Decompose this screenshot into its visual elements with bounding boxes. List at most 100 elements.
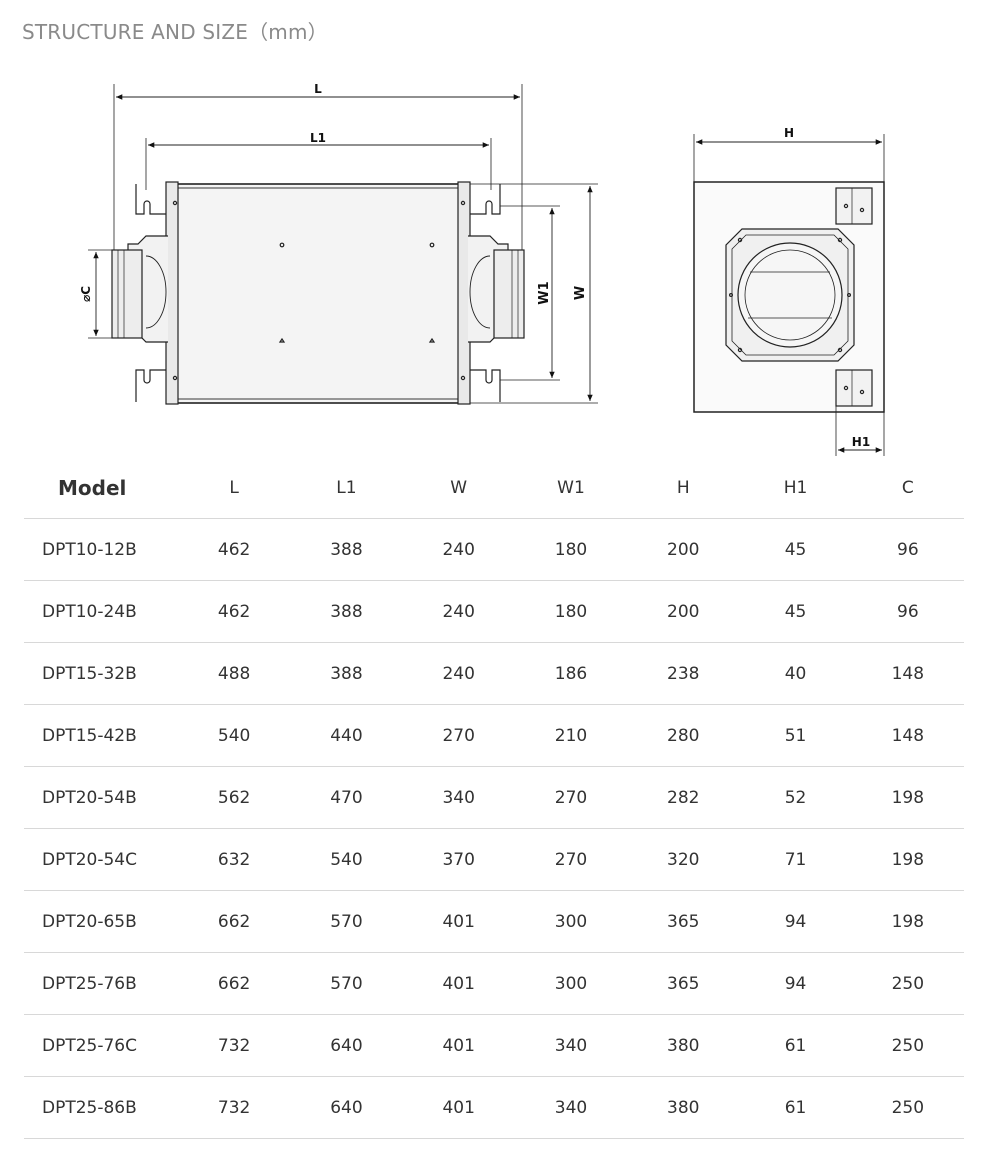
header-model: Model bbox=[24, 458, 178, 519]
cell-model: DPT10-24B bbox=[24, 580, 178, 643]
cell-L1: 570 bbox=[290, 952, 403, 1015]
cell-L1: 540 bbox=[290, 828, 403, 891]
cell-W1: 270 bbox=[514, 766, 628, 829]
cell-L: 662 bbox=[178, 890, 291, 953]
cell-L: 540 bbox=[178, 704, 291, 767]
cell-W1: 270 bbox=[514, 828, 628, 891]
cell-H: 280 bbox=[627, 704, 740, 767]
cell-W1: 340 bbox=[514, 1014, 628, 1077]
cell-H1: 61 bbox=[739, 1076, 852, 1139]
cell-H: 282 bbox=[627, 766, 740, 829]
cell-H1: 94 bbox=[739, 952, 852, 1015]
cell-W: 240 bbox=[402, 642, 515, 705]
cell-L1: 388 bbox=[290, 642, 403, 705]
dim-label-H: H bbox=[784, 126, 794, 140]
cell-W: 370 bbox=[402, 828, 515, 891]
cell-W: 340 bbox=[402, 766, 515, 829]
cell-model: DPT20-54C bbox=[24, 828, 178, 891]
dim-label-W: W bbox=[573, 286, 588, 300]
cell-L1: 388 bbox=[290, 518, 403, 581]
cell-H1: 52 bbox=[739, 766, 852, 829]
cell-H1: 94 bbox=[739, 890, 852, 953]
cell-W1: 300 bbox=[514, 890, 628, 953]
cell-L: 462 bbox=[178, 580, 291, 643]
cell-H1: 40 bbox=[739, 642, 852, 705]
cell-H: 380 bbox=[627, 1076, 740, 1139]
cell-W: 240 bbox=[402, 518, 515, 581]
cell-W: 401 bbox=[402, 890, 515, 953]
cell-L1: 440 bbox=[290, 704, 403, 767]
cell-H: 365 bbox=[627, 890, 740, 953]
cell-W1: 340 bbox=[514, 1076, 628, 1139]
page-heading: STRUCTURE AND SIZE（mm） bbox=[22, 20, 328, 44]
cell-W: 240 bbox=[402, 580, 515, 643]
cell-model: DPT25-76C bbox=[24, 1014, 178, 1077]
dim-label-L: L bbox=[314, 82, 322, 96]
header-W1: W1 bbox=[514, 458, 628, 519]
cell-model: DPT20-54B bbox=[24, 766, 178, 829]
side-view bbox=[693, 134, 885, 456]
dim-label-W1: W1 bbox=[537, 281, 552, 304]
structure-drawing: L L1 ⌀C W1 W bbox=[0, 60, 988, 470]
cell-L1: 470 bbox=[290, 766, 403, 829]
cell-C: 250 bbox=[851, 1076, 964, 1139]
cell-C: 96 bbox=[851, 580, 964, 643]
cell-W1: 210 bbox=[514, 704, 628, 767]
cell-H: 238 bbox=[627, 642, 740, 705]
cell-L: 732 bbox=[178, 1076, 291, 1139]
cell-model: DPT25-86B bbox=[24, 1076, 178, 1139]
cell-W1: 300 bbox=[514, 952, 628, 1015]
cell-H1: 61 bbox=[739, 1014, 852, 1077]
table-header-row: Model L L1 W W1 H H1 C bbox=[24, 458, 964, 519]
cell-C: 148 bbox=[851, 704, 964, 767]
cell-H: 380 bbox=[627, 1014, 740, 1077]
cell-C: 148 bbox=[851, 642, 964, 705]
cell-H1: 45 bbox=[739, 518, 852, 581]
cell-H1: 71 bbox=[739, 828, 852, 891]
cell-C: 250 bbox=[851, 1014, 964, 1077]
cell-W: 401 bbox=[402, 1076, 515, 1139]
cell-H: 365 bbox=[627, 952, 740, 1015]
cell-W: 401 bbox=[402, 952, 515, 1015]
cell-L: 632 bbox=[178, 828, 291, 891]
dim-label-L1: L1 bbox=[310, 131, 326, 145]
cell-L: 662 bbox=[178, 952, 291, 1015]
cell-L1: 640 bbox=[290, 1076, 403, 1139]
header-C: C bbox=[851, 458, 964, 519]
dim-label-C: ⌀C bbox=[79, 286, 93, 302]
header-L1: L1 bbox=[290, 458, 403, 519]
cell-C: 250 bbox=[851, 952, 964, 1015]
cell-model: DPT25-76B bbox=[24, 952, 178, 1015]
cell-W1: 180 bbox=[514, 518, 628, 581]
cell-L1: 570 bbox=[290, 890, 403, 953]
front-view bbox=[88, 84, 598, 405]
cell-C: 198 bbox=[851, 828, 964, 891]
header-H1: H1 bbox=[739, 458, 852, 519]
cell-H1: 45 bbox=[739, 580, 852, 643]
cell-W: 401 bbox=[402, 1014, 515, 1077]
cell-H: 200 bbox=[627, 580, 740, 643]
cell-C: 96 bbox=[851, 518, 964, 581]
cell-W1: 180 bbox=[514, 580, 628, 643]
cell-model: DPT15-32B bbox=[24, 642, 178, 705]
header-W: W bbox=[402, 458, 515, 519]
cell-L: 732 bbox=[178, 1014, 291, 1077]
header-L: L bbox=[178, 458, 291, 519]
cell-C: 198 bbox=[851, 890, 964, 953]
cell-L1: 388 bbox=[290, 580, 403, 643]
cell-model: DPT15-42B bbox=[24, 704, 178, 767]
cell-L: 562 bbox=[178, 766, 291, 829]
cell-model: DPT20-65B bbox=[24, 890, 178, 953]
header-H: H bbox=[627, 458, 740, 519]
